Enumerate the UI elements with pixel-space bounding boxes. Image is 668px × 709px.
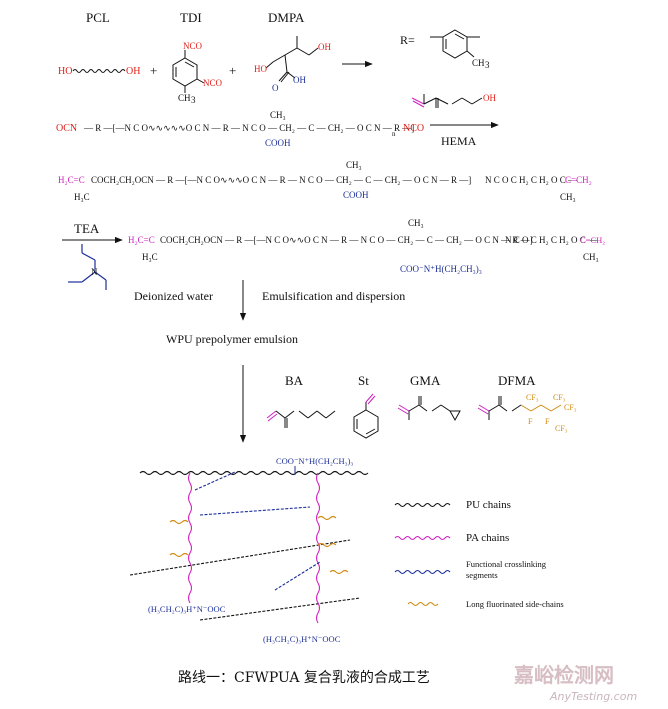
vinyl-cooh: COOH (343, 190, 369, 200)
pcl-oh: OH (126, 66, 140, 77)
tea-ch3-mid: CH₃ (408, 218, 424, 228)
hema-structure: OH (411, 93, 496, 108)
r-definition: R= (400, 33, 415, 47)
dfma-structure: CF₃ CF₃ CF₃ F F CF₃ (477, 393, 577, 433)
legend-pa-line (394, 536, 451, 540)
legend-pu: PU chains (466, 499, 511, 511)
watermark-url: AnyTesting.com (549, 690, 637, 703)
tdi-structure: NCO NCO CH 3 (172, 41, 223, 105)
prepolymer-backbone: — R —[—N C O∿∿∿∿∿O C N — R — N C O — CH₂… (83, 123, 414, 133)
label-dmpa: DMPA (268, 10, 305, 25)
prepolymer-nco-right: NCO (403, 123, 424, 134)
r-ch3: CH (472, 58, 485, 68)
legend-fluor-line (407, 602, 439, 606)
tea-structure: N (68, 244, 107, 290)
legend-func-2: segments (466, 570, 498, 580)
dfma-cf3-end: CF₃ (564, 403, 577, 412)
legend-pu-line (394, 503, 451, 507)
tea-right-chain: N C O C H₂ C H₂ O C — (505, 235, 598, 245)
network-salt-left: (H₃CH₂C)₃H⁺N⁻OOC (148, 604, 226, 614)
vinyl-ch3-right: CH₃ (560, 192, 576, 202)
process-emulsify: Emulsification and dispersion (262, 289, 405, 303)
ba-structure (266, 410, 336, 428)
hema-label: HEMA (441, 134, 477, 148)
tdi-ch3-sub: 3 (191, 95, 196, 105)
monomer-gma-label: GMA (410, 373, 441, 388)
hema-oh: OH (483, 93, 496, 103)
vinyl-ch3-mid: CH₃ (346, 160, 362, 170)
vinyl-right-end: C=CH₂ (565, 175, 592, 185)
functional-segment-2 (199, 506, 311, 516)
fluorinated-side-1 (169, 519, 189, 525)
figure-caption: 路线一：CFWPUA 复合乳液的合成工艺 (178, 669, 430, 686)
watermark-brand: 嘉峪检测网 (513, 663, 614, 687)
legend-fluor: Long fluorinated side-chains (466, 599, 564, 609)
fluorinated-side-5 (329, 569, 349, 575)
tdi-nco-top: NCO (183, 41, 203, 51)
monomer-ba-label: BA (285, 373, 304, 388)
dmpa-ho: HO (254, 64, 267, 74)
prepolymer-n: n (392, 130, 396, 138)
gma-structure (397, 396, 461, 422)
dfma-f1: F (528, 417, 533, 426)
label-tdi: TDI (180, 10, 202, 25)
vinyl-left-end: H₂C=C (58, 175, 85, 185)
network-diagram (129, 470, 369, 624)
tea-label: TEA (74, 221, 100, 236)
pcl-chain (72, 69, 126, 73)
pu-chain-mid (129, 539, 351, 576)
vinyl-right-chain: N C O C H₂ C H₂ O C — (485, 175, 578, 185)
tea-right-end: C=CH₂ (580, 235, 605, 245)
plus-1: + (150, 63, 157, 78)
pcl-ho: HO (58, 66, 72, 77)
prepolymer-ch3: CH₃ (270, 110, 286, 120)
pa-chain-right (315, 472, 321, 624)
r-ch3-sub: 3 (485, 60, 490, 70)
legend-pa: PA chains (466, 532, 509, 544)
functional-segment-1 (194, 471, 236, 491)
st-structure (353, 393, 379, 439)
legend-func-1: Functional crosslinking (466, 559, 547, 569)
dmpa-oh2: OH (293, 75, 306, 85)
vinyl-left-chain: COCH₂CH₂OCN — R —[—N C O∿∿∿O C N — R — N… (91, 175, 471, 185)
pu-chain-top (139, 470, 369, 476)
prepolymer-cooh: COOH (265, 138, 291, 148)
monomer-dfma-label: DFMA (498, 373, 536, 388)
process-emulsion: WPU prepolymer emulsion (166, 332, 298, 346)
tdi-ch3: CH (178, 93, 191, 103)
process-water: Deionized water (134, 289, 213, 303)
tdi-nco-right: NCO (203, 78, 223, 88)
tea-n: N (91, 267, 98, 277)
functional-segment-3 (274, 561, 321, 591)
fluorinated-side-3 (317, 515, 337, 521)
fluorinated-side-2 (169, 552, 189, 558)
tea-left-chain: COCH₂CH₂OCN — R —[—N C O∿∿O C N — R — N … (160, 235, 533, 245)
dfma-f2: F (545, 417, 550, 426)
legend-func-line (394, 570, 451, 574)
tea-salt: COO⁻N⁺H(CH₂CH₃)₃ (400, 264, 482, 274)
dmpa-o: O (272, 83, 279, 93)
monomer-st-label: St (358, 373, 369, 388)
tea-h3c: H₃C (142, 252, 158, 262)
dmpa-oh: OH (318, 42, 331, 52)
dfma-cf3-bottom: CF₃ (555, 424, 568, 433)
r-ring-structure: CH 3 (430, 29, 490, 70)
network-salt-bottom: (H₃CH₂C)₃H⁺N⁻OOC (263, 634, 341, 644)
fluorinated-side-4 (317, 542, 337, 548)
dfma-cf3-top: CF₃ (526, 393, 539, 402)
tea-left-end: H₂C=C (128, 235, 155, 245)
vinyl-h3c: H₃C (74, 192, 90, 202)
tea-ch3-right: CH₃ (583, 252, 599, 262)
dmpa-structure: OH HO O OH (254, 36, 331, 93)
label-pcl: PCL (86, 10, 110, 25)
pa-chain-left (187, 472, 193, 604)
prepolymer-nco-left: OCN (56, 123, 77, 134)
legend: PU chains PA chains Functional crosslink… (394, 499, 564, 609)
plus-2: + (229, 63, 236, 78)
dfma-cf3-right: CF₃ (553, 393, 566, 402)
network-salt-top: COO⁻N⁺H(CH₂CH₃)₃ (276, 456, 353, 466)
